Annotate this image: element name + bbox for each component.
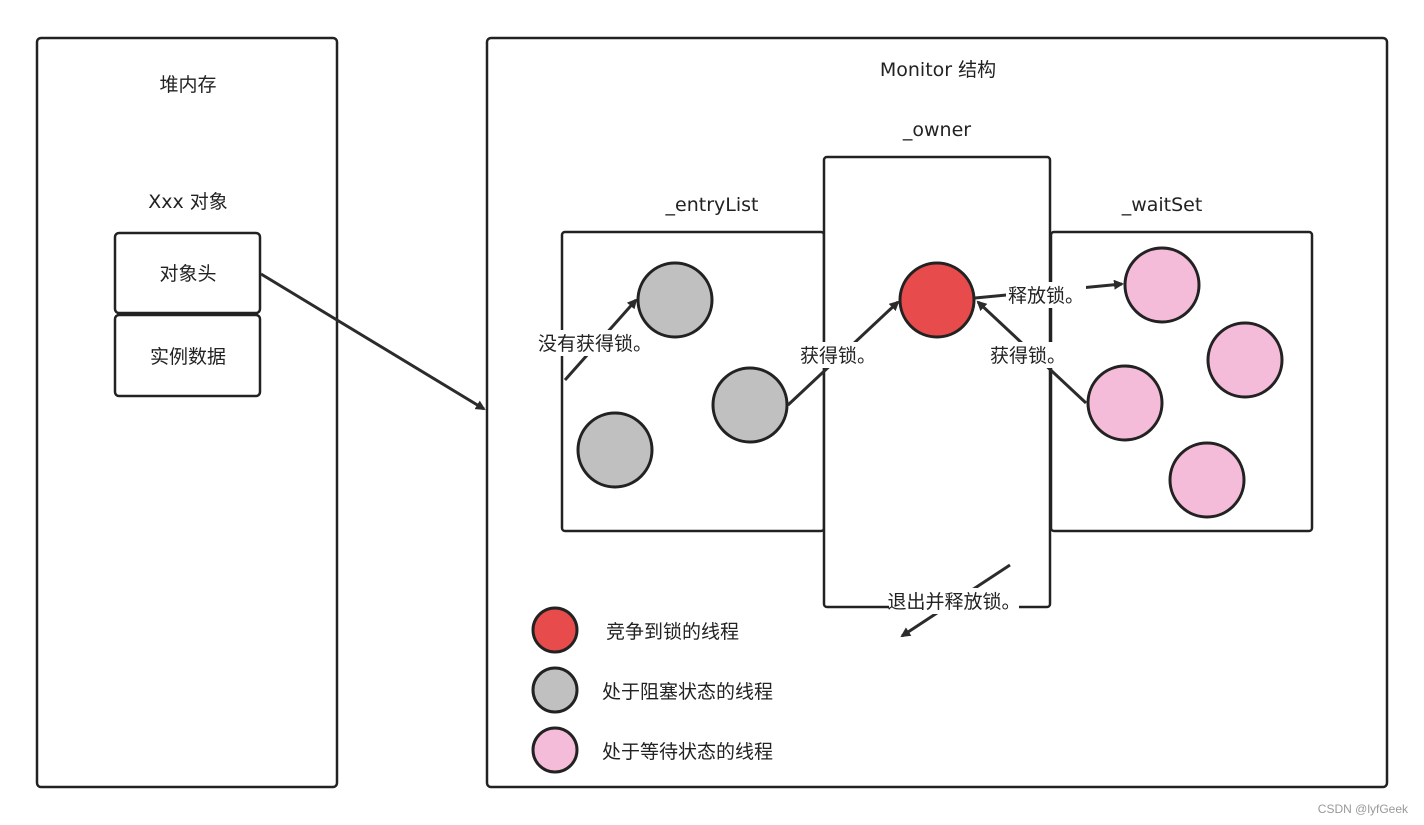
owner-label: _owner bbox=[902, 119, 971, 141]
blocked-thread-2 bbox=[711, 366, 789, 444]
release-label: 释放锁。 bbox=[1008, 285, 1084, 307]
waiting-thread-3 bbox=[1086, 364, 1164, 442]
heap-panel bbox=[35, 36, 339, 789]
heap-title: 堆内存 bbox=[159, 74, 216, 96]
legend-label-blocked: 处于阻塞状态的线程 bbox=[602, 681, 773, 703]
blocked-thread-3 bbox=[576, 411, 654, 489]
header-to-monitor-arrow bbox=[260, 272, 486, 411]
legend-swatch-owner bbox=[531, 606, 579, 654]
watermark: CSDN @lyfGeek bbox=[1318, 802, 1409, 816]
legend-swatch-blocked bbox=[531, 666, 579, 714]
instance-data-box bbox=[113, 313, 262, 398]
waiting-thread-1 bbox=[1123, 246, 1201, 324]
instance-data-label: 实例数据 bbox=[150, 346, 226, 368]
legend-label-owner: 竞争到锁的线程 bbox=[606, 621, 739, 643]
wait-set-label: _waitSet bbox=[1121, 194, 1203, 216]
no-lock-label: 没有获得锁。 bbox=[538, 333, 652, 355]
owner-box bbox=[822, 155, 1052, 609]
waiting-thread-4 bbox=[1168, 441, 1246, 519]
legend-swatch-waiting bbox=[531, 726, 579, 774]
object-header-box bbox=[113, 231, 262, 315]
legend: 竞争到锁的线程 处于阻塞状态的线程 处于等待状态的线程 bbox=[531, 606, 773, 774]
exit-release-label: 退出并释放锁。 bbox=[887, 591, 1020, 613]
owner-thread bbox=[898, 261, 976, 339]
legend-label-waiting: 处于等待状态的线程 bbox=[602, 741, 773, 763]
acquire-from-wait-label: 获得锁。 bbox=[990, 345, 1066, 367]
acquire-from-entry-label: 获得锁。 bbox=[800, 345, 876, 367]
object-title: Xxx 对象 bbox=[148, 191, 228, 213]
object-header-label: 对象头 bbox=[159, 263, 216, 285]
blocked-thread-1 bbox=[636, 261, 714, 339]
entry-list-label: _entryList bbox=[665, 194, 759, 216]
monitor-title: Monitor 结构 bbox=[880, 59, 996, 81]
waiting-thread-2 bbox=[1206, 321, 1284, 399]
